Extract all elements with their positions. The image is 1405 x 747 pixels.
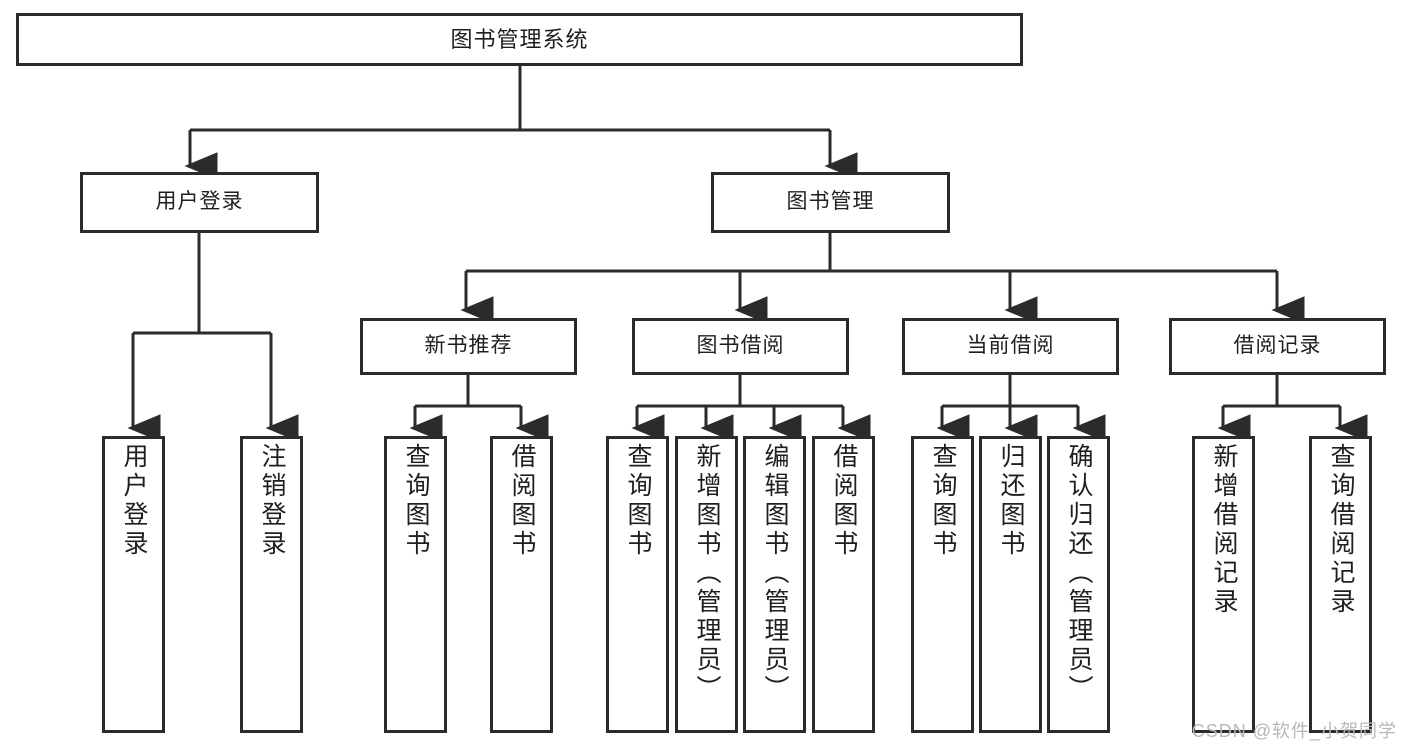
node-label: 图书借阅 [696,334,785,358]
node-label: 用户登录 [155,190,244,214]
node-user-login[interactable]: 用户登录 [80,172,319,233]
node-label: 注销登录 [258,443,286,559]
node-leaf-logout[interactable]: 注销登录 [240,436,303,733]
node-borrow-record[interactable]: 借阅记录 [1169,318,1386,375]
node-label: 新增图书（管理员） [693,443,721,704]
node-label: 查询借阅记录 [1327,443,1355,617]
node-leaf-borrow-book-recommend[interactable]: 借阅图书 [490,436,553,733]
node-label: 用户登录 [120,443,148,559]
node-label: 借阅图书 [830,443,858,559]
watermark-text: CSDN @软件_小贺同学 [1191,721,1397,741]
node-leaf-user-login[interactable]: 用户登录 [102,436,165,733]
node-leaf-query-borrow-record[interactable]: 查询借阅记录 [1309,436,1372,733]
node-book-management[interactable]: 图书管理 [711,172,950,233]
node-leaf-add-borrow-record[interactable]: 新增借阅记录 [1192,436,1255,733]
node-label: 新增借阅记录 [1210,443,1238,617]
node-leaf-borrow-book[interactable]: 借阅图书 [812,436,875,733]
node-current-borrow[interactable]: 当前借阅 [902,318,1119,375]
node-label: 查询图书 [929,443,957,559]
node-leaf-query-book-borrow[interactable]: 查询图书 [606,436,669,733]
node-leaf-query-book-current[interactable]: 查询图书 [911,436,974,733]
node-label: 借阅图书 [508,443,536,559]
node-leaf-add-book-admin[interactable]: 新增图书（管理员） [675,436,738,733]
node-leaf-return-book[interactable]: 归还图书 [979,436,1042,733]
node-label: 当前借阅 [966,334,1055,358]
node-label: 图书管理系统 [450,26,589,52]
node-leaf-query-book-recommend[interactable]: 查询图书 [384,436,447,733]
node-new-book-recommend[interactable]: 新书推荐 [360,318,577,375]
node-label: 借阅记录 [1233,334,1322,358]
node-label: 归还图书 [997,443,1025,559]
node-label: 新书推荐 [424,334,513,358]
node-label: 编辑图书（管理员） [761,443,789,704]
node-root-system[interactable]: 图书管理系统 [16,13,1023,66]
node-leaf-edit-book-admin[interactable]: 编辑图书（管理员） [743,436,806,733]
node-label: 查询图书 [402,443,430,559]
node-label: 确认归还（管理员） [1065,443,1093,704]
node-leaf-confirm-return-admin[interactable]: 确认归还（管理员） [1047,436,1110,733]
node-book-borrow[interactable]: 图书借阅 [632,318,849,375]
node-label: 图书管理 [786,190,875,214]
node-label: 查询图书 [624,443,652,559]
